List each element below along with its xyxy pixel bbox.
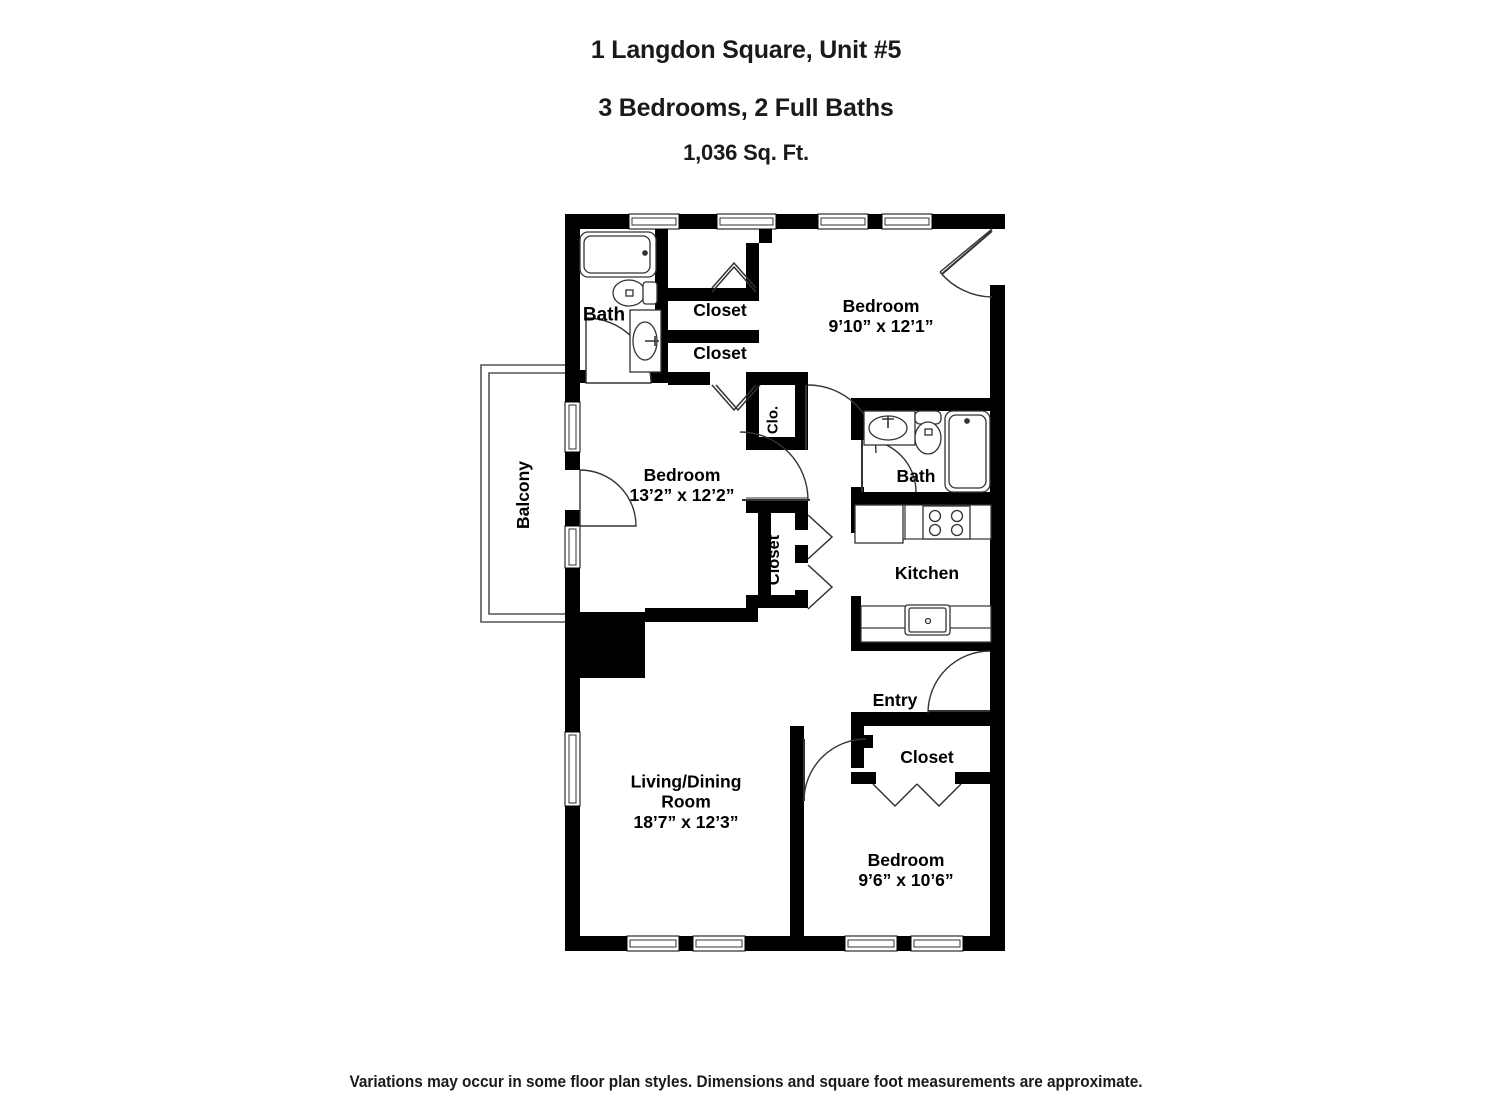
toilet-icon — [914, 410, 942, 455]
vanity-sink-icon — [863, 410, 916, 446]
room-dims-bedroom-ne: 9’10” x 12’1” — [828, 316, 934, 337]
toilet-icon — [612, 279, 658, 307]
kitchen-sink-icon — [904, 604, 951, 636]
structural-chase — [568, 612, 645, 678]
room-dims-bedroom-w: 13’2” x 12’2” — [629, 485, 735, 506]
room-label-bedroom-se: Bedroom — [867, 850, 945, 871]
room-label-entry: Entry — [872, 690, 918, 711]
bathtub-icon — [579, 231, 657, 278]
page-title: 1 Langdon Square, Unit #5 — [590, 36, 902, 64]
balcony-outline — [480, 364, 568, 623]
room-label-closet-mid: Closet — [764, 534, 783, 586]
room-label-balcony: Balcony — [513, 460, 534, 530]
page-area: 1,036 Sq. Ft. — [683, 140, 809, 165]
room-dims-bedroom-se: 9’6” x 10’6” — [858, 870, 954, 891]
walls — [564, 213, 1005, 952]
room-label-living-dining: Living/Dining Room — [630, 771, 742, 811]
room-label-bedroom-w: Bedroom — [643, 465, 721, 486]
room-label-closet-small: Clo. — [764, 405, 782, 435]
range-cooktop-icon — [922, 505, 971, 540]
bifold-doors — [711, 261, 962, 808]
room-label-closet-se: Closet — [900, 747, 954, 768]
room-label-kitchen: Kitchen — [894, 563, 960, 584]
refrigerator-icon — [854, 504, 904, 544]
vanity-sink-icon — [629, 309, 662, 373]
room-dims-living-dining: 18’7” x 12’3” — [633, 812, 739, 833]
footer-disclaimer: Variations may occur in some floor plan … — [349, 1073, 1143, 1091]
room-label-closet-top-2: Closet — [693, 343, 747, 364]
room-label-bath-mid: Bath — [896, 466, 936, 487]
page-subtitle: 3 Bedrooms, 2 Full Baths — [598, 94, 894, 122]
room-label-closet-top-1: Closet — [693, 300, 747, 321]
bathtub-icon — [944, 410, 991, 493]
room-label-bath-top: Bath — [582, 304, 626, 326]
room-label-bedroom-ne: Bedroom — [842, 296, 920, 317]
